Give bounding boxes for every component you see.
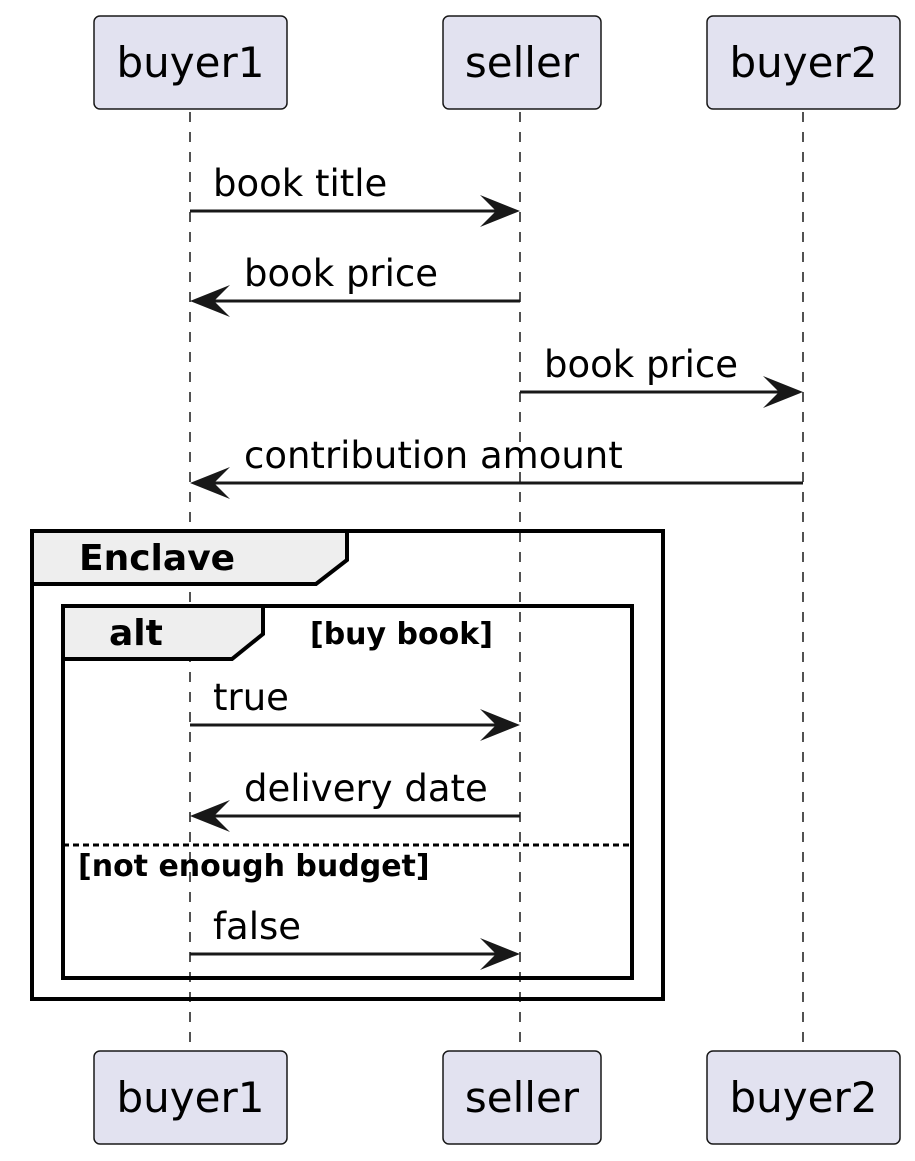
message-book-price-to-buyer2: book price: [520, 343, 803, 408]
message-contribution-amount: contribution amount: [190, 434, 803, 499]
message-label: contribution amount: [244, 434, 623, 477]
message-label: book price: [544, 343, 738, 386]
participant-label: seller: [465, 38, 580, 87]
message-delivery-date: delivery date: [190, 767, 520, 832]
message-label: delivery date: [244, 767, 488, 810]
participant-seller-bottom: seller: [442, 1050, 602, 1145]
message-true: true: [190, 676, 520, 741]
message-label: book price: [244, 252, 438, 295]
message-book-title: book title: [190, 162, 520, 227]
enclave-frame: Enclave: [30, 529, 665, 1001]
message-label: book title: [213, 162, 387, 205]
alt-keyword: alt: [109, 613, 163, 654]
else-condition: [not enough budget]: [78, 849, 430, 884]
message-false: false: [190, 905, 520, 970]
participant-seller-top: seller: [442, 15, 602, 110]
message-label: true: [213, 676, 289, 719]
message-book-price-to-buyer1: book price: [190, 252, 520, 317]
alt-condition: [buy book]: [310, 617, 493, 652]
participant-label: buyer2: [730, 38, 878, 87]
participant-buyer1-bottom: buyer1: [93, 1050, 288, 1145]
alt-frame: alt [buy book] [not enough budget]: [61, 604, 634, 980]
participant-label: seller: [465, 1073, 580, 1122]
participant-label: buyer1: [117, 38, 265, 87]
participant-buyer1-top: buyer1: [93, 15, 288, 110]
participant-buyer2-top: buyer2: [706, 15, 901, 110]
participant-buyer2-bottom: buyer2: [706, 1050, 901, 1145]
participant-label: buyer1: [117, 1073, 265, 1122]
message-label: false: [213, 905, 301, 948]
participant-label: buyer2: [730, 1073, 878, 1122]
enclave-title: Enclave: [79, 538, 235, 579]
